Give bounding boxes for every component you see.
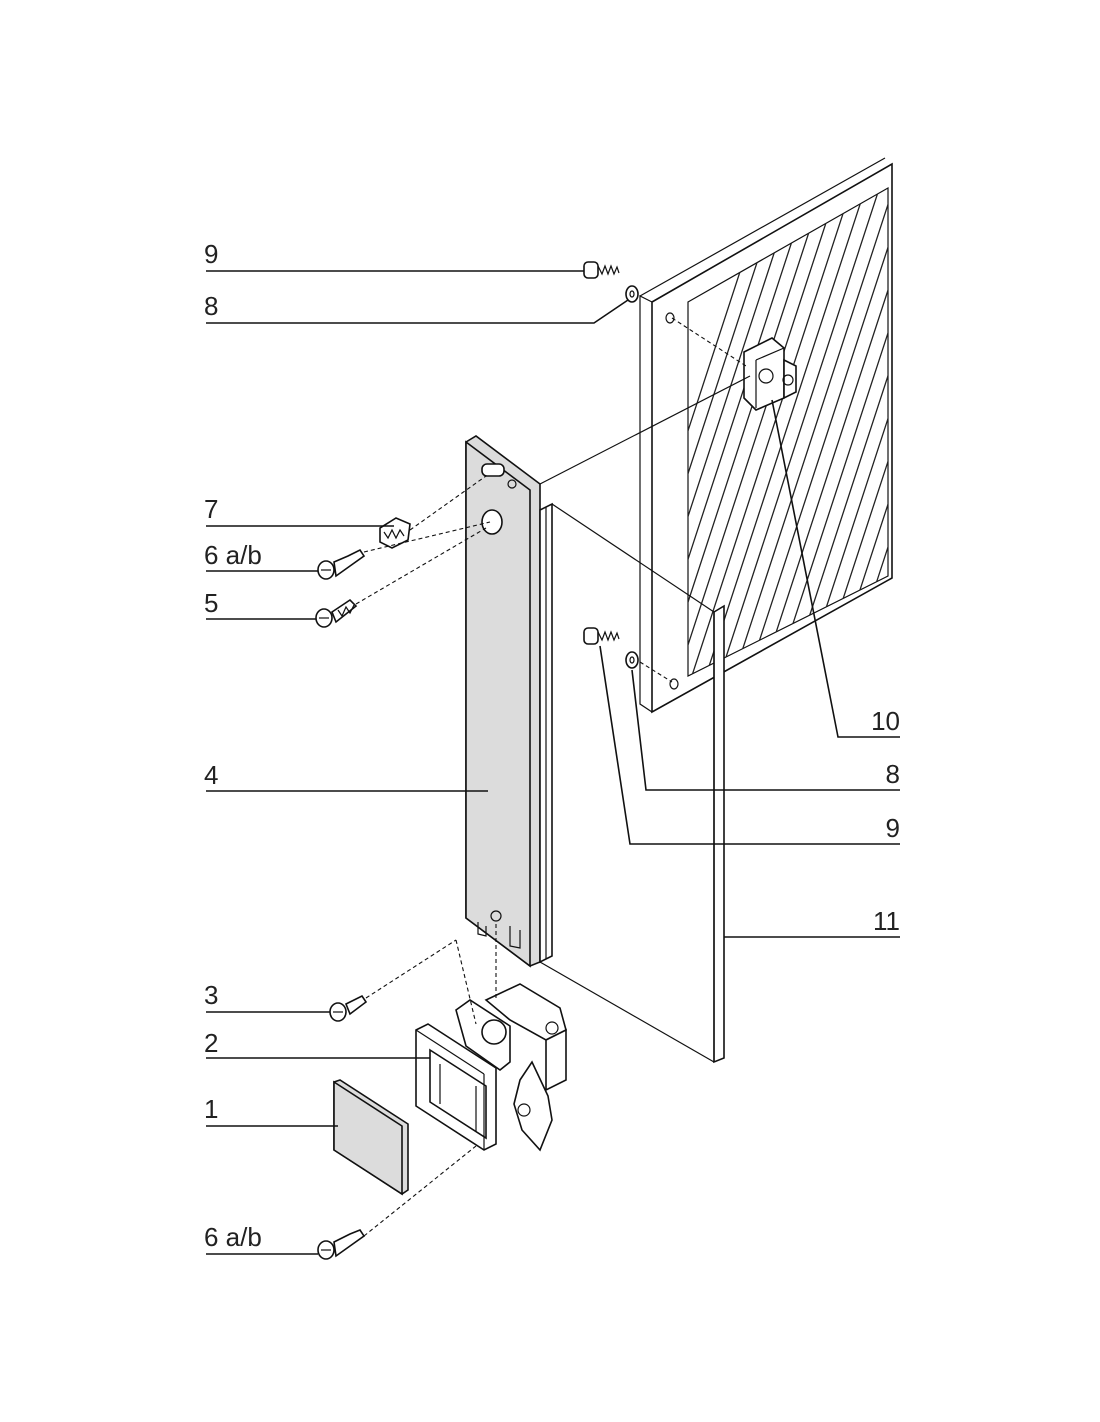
hatch-line xyxy=(1020,180,1100,700)
hatch-line xyxy=(1076,180,1100,700)
hatch-line xyxy=(767,188,888,676)
label-3: 3 xyxy=(204,980,218,1010)
hatch-line xyxy=(781,188,888,676)
hatch-line xyxy=(688,188,799,676)
label-8-top: 8 xyxy=(204,291,218,321)
label-5: 5 xyxy=(204,588,218,618)
handle-part-2 xyxy=(415,983,567,1152)
hatch-line xyxy=(992,180,1100,700)
washer-part-8-right xyxy=(625,651,639,669)
hatch-line xyxy=(711,188,883,676)
hatch-line xyxy=(739,188,888,676)
hatch-line xyxy=(978,180,1100,700)
screw-part-9-right xyxy=(583,627,620,645)
front-panel-part-4 xyxy=(465,435,553,968)
mounting-panel xyxy=(639,157,1100,714)
screw-part-6ab-bottom xyxy=(317,1229,366,1260)
hatch-line xyxy=(936,180,1100,700)
assembly-guide-lines xyxy=(355,317,747,1237)
hatch-line xyxy=(688,188,827,676)
clip-nut-part-7 xyxy=(379,517,411,549)
screw-part-6ab-top xyxy=(317,548,366,580)
screw-part-5 xyxy=(315,598,358,628)
label-8-right: 8 xyxy=(886,759,900,789)
label-11: 11 xyxy=(873,906,900,936)
strip-part-11 xyxy=(713,604,725,1064)
hatch-line xyxy=(1048,180,1100,700)
hatch-line xyxy=(688,188,785,676)
label-9-top: 9 xyxy=(204,239,218,269)
hatch-line xyxy=(688,188,841,676)
hatch-line xyxy=(1090,180,1100,700)
label-1: 1 xyxy=(204,1094,218,1124)
hatch-line xyxy=(908,180,1078,700)
hatch-line xyxy=(1006,180,1100,700)
hatch-line xyxy=(1034,180,1100,700)
hatch-line xyxy=(950,180,1100,700)
hatch-line xyxy=(964,180,1100,700)
hatch-line xyxy=(688,188,813,676)
washer-part-8-top xyxy=(625,285,639,303)
hatch-line xyxy=(688,188,855,676)
label-9-right: 9 xyxy=(886,813,900,843)
callout-labels: 9 8 7 6 a/b 5 4 3 2 1 6 a/b 10 8 9 11 xyxy=(204,239,900,1252)
hatch-line xyxy=(922,180,1092,700)
label-4: 4 xyxy=(204,760,218,790)
cover-plate-part-1 xyxy=(333,1079,409,1196)
label-6ab-top: 6 a/b xyxy=(204,540,262,570)
screw-part-3 xyxy=(329,994,368,1022)
construction-lines xyxy=(539,375,751,1063)
screw-part-9-top xyxy=(583,261,620,279)
leader-lines xyxy=(206,270,900,1255)
hatch-line xyxy=(894,180,1064,700)
hatch-line xyxy=(697,188,869,676)
label-7: 7 xyxy=(204,494,218,524)
label-6ab-bottom: 6 a/b xyxy=(204,1222,262,1252)
hatch-line xyxy=(753,188,888,676)
hatch-line xyxy=(725,188,888,676)
label-10: 10 xyxy=(871,706,900,736)
hatch-line xyxy=(879,188,888,676)
hatch-line xyxy=(1062,180,1100,700)
bracket-part-10 xyxy=(743,337,797,411)
label-2: 2 xyxy=(204,1028,218,1058)
